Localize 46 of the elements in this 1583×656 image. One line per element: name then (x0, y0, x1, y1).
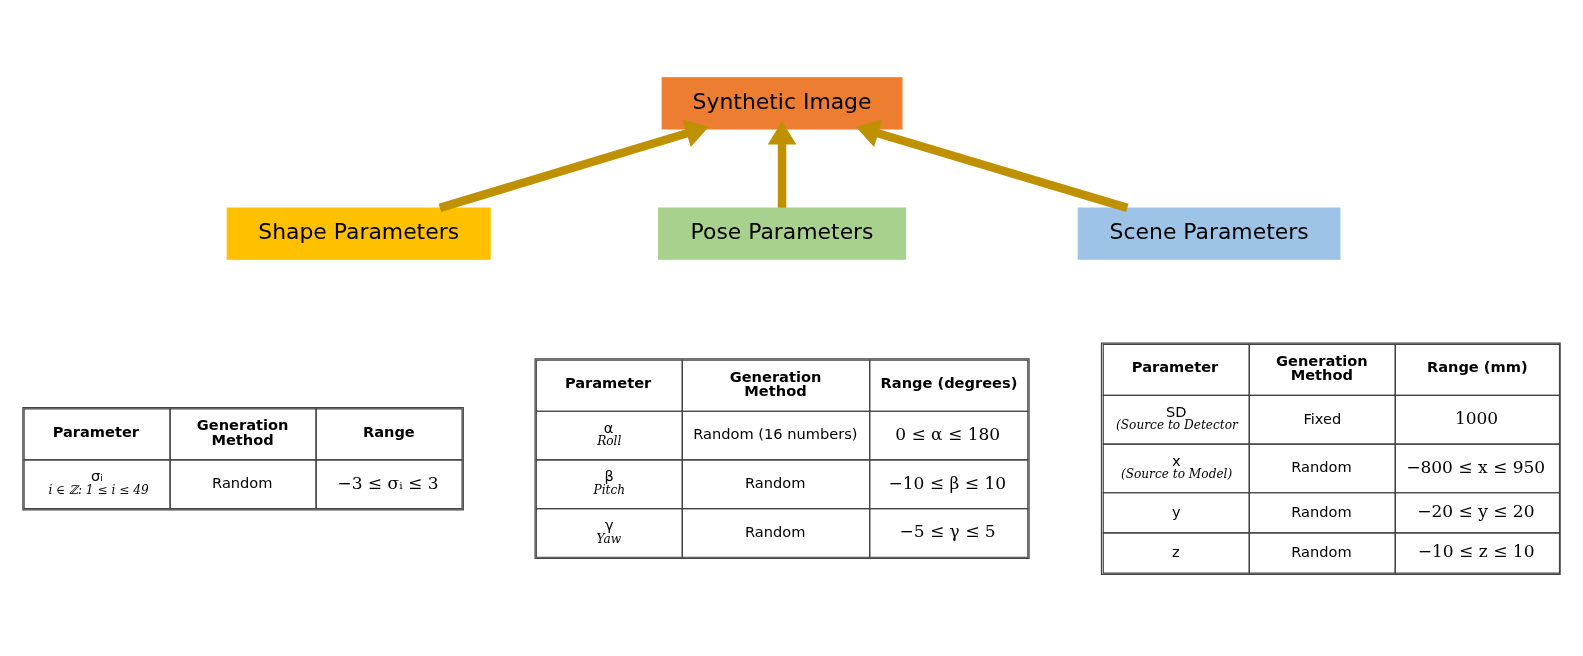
label: y (1172, 502, 1181, 520)
label: x (1172, 451, 1181, 468)
label: −3 ≤ σᵢ ≤ 3 (337, 472, 439, 493)
label: SD (1165, 402, 1187, 420)
node-box: Scene Parameters (1077, 206, 1341, 260)
arrow (767, 120, 797, 208)
label: Generation Method (196, 415, 289, 448)
label: −10 ≤ β ≤ 10 (888, 472, 1007, 493)
node-box: Synthetic Image (661, 76, 903, 130)
label: i ∈ ℤ: 1 ≤ i ≤ 49 (48, 482, 149, 497)
label: Generation Method (1276, 351, 1368, 383)
label: Random (212, 473, 273, 491)
label: Range (362, 422, 415, 440)
label: Random (744, 473, 806, 491)
label: −5 ≤ γ ≤ 5 (899, 520, 996, 541)
label: Parameter (564, 373, 652, 391)
label: 0 ≤ α ≤ 180 (895, 423, 1001, 444)
label: Random (744, 522, 806, 540)
label: −20 ≤ y ≤ 20 (1417, 500, 1535, 521)
label: Pitch (593, 482, 626, 497)
node-box: Pose Parameters (657, 206, 907, 260)
label: Parameter (1131, 357, 1219, 375)
label: (Source to Detector (1116, 417, 1238, 432)
label: γ (605, 515, 614, 533)
label: Yaw (596, 531, 622, 546)
label: Parameter (52, 422, 140, 440)
label: −10 ≤ z ≤ 10 (1417, 540, 1535, 561)
label: Roll (597, 433, 622, 448)
label: Generation Method (729, 367, 822, 399)
label: Fixed (1303, 409, 1342, 427)
label: Random (16 numbers) (693, 424, 858, 442)
label: Range (degrees) (880, 373, 1018, 391)
label: β (604, 466, 614, 484)
label: Range (mm) (1426, 357, 1528, 375)
label: Random (1291, 457, 1352, 475)
label: 1000 (1454, 407, 1499, 428)
label: Random (1291, 502, 1352, 520)
arrow (438, 119, 710, 212)
arrow (855, 119, 1129, 212)
label: σᵢ (91, 466, 103, 484)
label: z (1172, 542, 1180, 560)
node-box: Shape Parameters (226, 206, 491, 260)
label: −800 ≤ x ≤ 950 (1406, 456, 1546, 477)
label: (Source to Model) (1120, 466, 1233, 481)
label: α (603, 418, 614, 436)
label: Random (1291, 542, 1352, 560)
